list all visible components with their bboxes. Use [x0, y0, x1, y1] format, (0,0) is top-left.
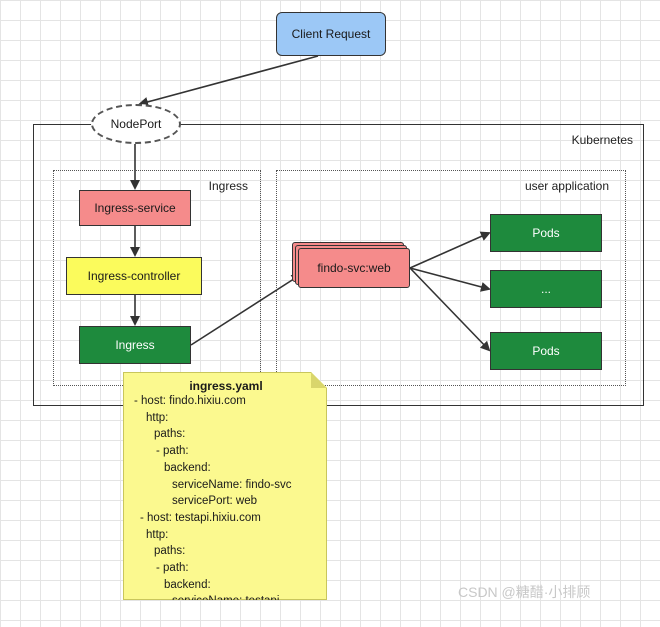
ingress-node: Ingress — [79, 326, 191, 364]
ingress-label: Ingress — [115, 338, 155, 352]
pods-bottom-label: Pods — [532, 344, 560, 358]
pods-middle-node: ... — [490, 270, 602, 308]
client-request-label: Client Request — [291, 27, 371, 41]
ingress-group-label: Ingress — [208, 179, 248, 193]
yaml-line: serviceName: findo-svc — [172, 478, 292, 491]
yaml-line: - path: — [156, 445, 189, 458]
kubernetes-label: Kubernetes — [571, 133, 633, 147]
ingress-service-label: Ingress-service — [94, 201, 176, 215]
ingress-yaml-note: ingress.yaml - host: findo.hixiu.com htt… — [123, 372, 327, 600]
pods-top-node: Pods — [490, 214, 602, 252]
yaml-line: http: — [146, 528, 169, 541]
yaml-line: paths: — [154, 545, 186, 558]
yaml-line: servicePort: web — [172, 495, 258, 508]
yaml-line: servicePort: web — [172, 612, 258, 625]
yaml-line: - host: findo.hixiu.com — [134, 395, 246, 407]
findo-svc-node: findo-svc:web — [298, 248, 410, 288]
ingress-controller-node: Ingress-controller — [66, 257, 202, 295]
yaml-line: http: — [146, 411, 169, 424]
ingress-service-node: Ingress-service — [79, 190, 191, 226]
kubernetes-cluster-box: Kubernetes — [33, 124, 644, 406]
user-application-group-box: user application — [276, 170, 626, 386]
yaml-line: - host: testapi.hixiu.com — [140, 511, 261, 524]
arrow-svc-to-pods-top — [409, 231, 491, 269]
yaml-line: backend: — [164, 461, 211, 474]
pods-middle-label: ... — [540, 282, 551, 296]
arrow-svc-to-pods-bottom — [409, 267, 491, 352]
findo-svc-label: findo-svc:web — [317, 261, 391, 275]
pods-top-label: Pods — [532, 226, 560, 240]
watermark: CSDN @糖醋·小排顾 — [458, 584, 591, 600]
yaml-line: serviceName: testapi — [172, 595, 280, 608]
arrow-svc-to-pods-middle — [409, 267, 491, 292]
arrow-client-to-nodeport — [138, 55, 319, 107]
yaml-line: paths: — [154, 428, 186, 441]
user-application-label: user application — [524, 179, 609, 193]
arrow-ingress-to-svc — [190, 273, 302, 346]
ingress-controller-label: Ingress-controller — [87, 269, 181, 283]
yaml-line: - path: — [156, 562, 189, 574]
client-request-node: Client Request — [276, 12, 386, 56]
ingress-yaml-title: ingress.yaml — [189, 379, 263, 393]
nodeport-label: NodePort — [110, 117, 162, 131]
pods-bottom-node: Pods — [490, 332, 602, 370]
connector-arrows — [130, 55, 491, 352]
yaml-line: backend: — [164, 578, 211, 591]
nodeport-node: NodePort — [91, 104, 181, 144]
